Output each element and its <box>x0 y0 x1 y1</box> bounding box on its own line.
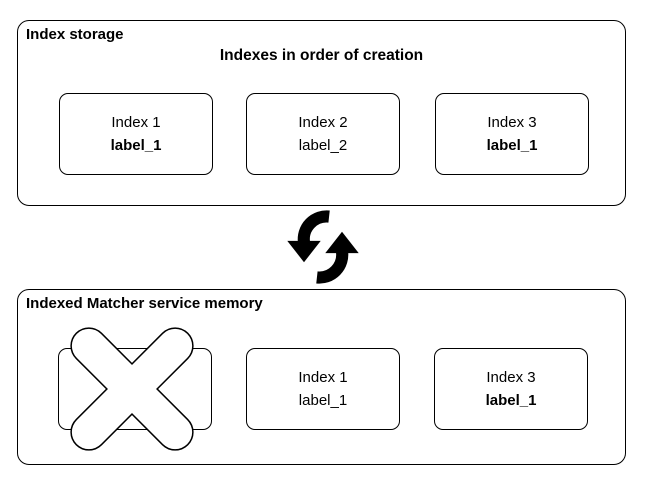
index-card-label: label_1 <box>110 137 162 154</box>
storage-heading: Indexes in order of creation <box>219 47 424 64</box>
matcher-memory-title: Indexed Matcher service memory <box>26 295 263 312</box>
index-card-memory-3: Index 3 label_1 <box>434 348 588 430</box>
index-card-name: Index 2 <box>298 114 348 131</box>
index-card-name: Index 3 <box>487 114 537 131</box>
index-storage-container: Index storage Indexes in order of creati… <box>17 20 626 206</box>
index-storage-title: Index storage <box>26 26 124 43</box>
index-card-storage-1: Index 1 label_1 <box>59 93 213 175</box>
index-card-storage-3: Index 3 label_1 <box>435 93 589 175</box>
index-card-name: Index 1 <box>111 114 161 131</box>
index-card-memory-removed: Index 2 label_2 <box>58 348 212 430</box>
index-card-name: Index 3 <box>486 369 536 386</box>
index-card-label: label_2 <box>298 137 348 154</box>
index-card-name: Index 2 <box>110 369 160 386</box>
index-card-label: label_1 <box>486 137 538 154</box>
index-card-storage-2: Index 2 label_2 <box>246 93 400 175</box>
refresh-arrows-icon <box>285 209 361 285</box>
index-card-name: Index 1 <box>298 369 348 386</box>
index-card-memory-1: Index 1 label_1 <box>246 348 400 430</box>
matcher-memory-container: Indexed Matcher service memory Index 2 l… <box>17 289 626 465</box>
index-card-label: label_1 <box>298 392 348 409</box>
index-card-label: label_2 <box>110 392 160 409</box>
index-card-label: label_1 <box>485 392 537 409</box>
